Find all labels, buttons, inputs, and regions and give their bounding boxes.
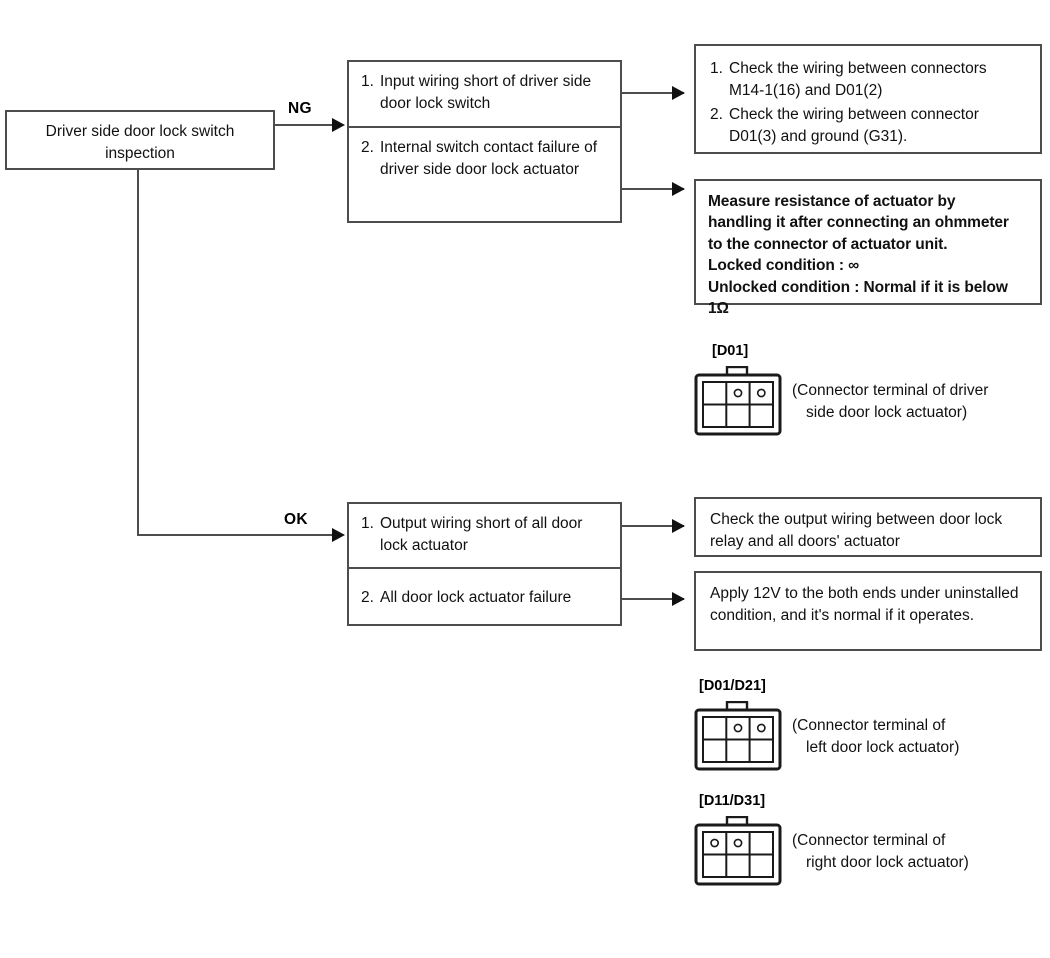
connector-d01-group: [D01] (Connector terminal of driver side…: [694, 343, 1034, 453]
check-wiring-2-text: Check the wiring between connector D01(3…: [729, 106, 979, 145]
connector-d01-d21-caption-line2: left door lock actuator): [806, 739, 960, 757]
ng-action-measure-box: Measure resistance of actuator by handli…: [694, 179, 1042, 317]
ng-cause-2-text: Internal switch contact failure of drive…: [380, 139, 598, 178]
connector-d01-d21-caption-line1: (Connector terminal of: [792, 717, 946, 734]
measure-line-5: Unlocked condition : Normal if it is bel…: [708, 278, 1008, 317]
connector-d11-d31-tag: [D11/D31]: [699, 793, 766, 809]
ng-cause-2-to-action-line: [622, 188, 684, 190]
connector-d01-caption: (Connector terminal of driver side door …: [792, 380, 988, 425]
ok-cause-1-to-action-line: [622, 525, 684, 527]
start-box: Driver side door lock switch inspection: [5, 110, 275, 170]
ok-arrowhead: [332, 528, 345, 542]
connector-d11-d31-caption: (Connector terminal of right door lock a…: [792, 830, 969, 875]
ok-branch-vertical-line: [137, 170, 139, 536]
connector-d01-d21-caption: (Connector terminal of left door lock ac…: [792, 715, 959, 760]
ok-branch-label: OK: [284, 511, 308, 528]
ok-cause-2-to-action-line: [622, 598, 684, 600]
check-wiring-1-text: Check the wiring between connectors M14-…: [729, 60, 987, 99]
ng-action-check-wiring-text: 1. Check the wiring between connectors M…: [696, 46, 1040, 160]
measure-line-4: Locked condition : ∞: [708, 257, 860, 275]
start-box-line1: Driver side door lock switch: [45, 123, 235, 140]
ng-action-check-wiring-box: 1. Check the wiring between connectors M…: [694, 44, 1042, 154]
ok-action-check-output-text: Check the output wiring between door loc…: [710, 511, 1003, 550]
ok-cause-1-number: 1.: [361, 515, 374, 532]
ng-branch-label: NG: [288, 100, 312, 117]
ng-cause-1-to-action-line: [622, 92, 684, 94]
connector-d01-d21-group: [D01/D21] (Connector terminal of left do…: [694, 678, 1034, 788]
ng-action-measure-text: Measure resistance of actuator by handli…: [696, 181, 1040, 329]
connector-d11-d31-caption-line2: right door lock actuator): [806, 854, 969, 872]
ng-connector-line: [275, 124, 337, 126]
check-wiring-2-number: 2.: [710, 106, 723, 123]
ng-cause-1-arrowhead: [672, 86, 685, 100]
ng-cause-2-arrowhead: [672, 182, 685, 196]
start-box-text: Driver side door lock switch inspection: [7, 112, 273, 174]
start-box-line2: inspection: [105, 145, 175, 162]
ok-cause-1-arrowhead: [672, 519, 685, 533]
ok-branch-horizontal-line: [137, 534, 337, 536]
ok-cause-1: 1. Output wiring short of all door lock …: [349, 504, 620, 567]
ng-cause-1-text: Input wiring short of driver side door l…: [380, 73, 592, 112]
connector-d01-caption-line1: (Connector terminal of driver: [792, 382, 989, 399]
measure-line-2: handling it after connecting an ohmmeter: [708, 214, 1009, 232]
ng-cause-1: 1. Input wiring short of driver side doo…: [349, 62, 620, 126]
connector-d11-d31-group: [D11/D31] (Connector terminal of right d…: [694, 793, 1034, 903]
ng-causes-box: 1. Input wiring short of driver side doo…: [347, 60, 622, 223]
connector-d01-d21-tag: [D01/D21]: [699, 678, 766, 694]
ok-cause-2-text: All door lock actuator failure: [380, 589, 572, 606]
connector-d11-d31-caption-line1: (Connector terminal of: [792, 832, 946, 849]
ng-arrowhead: [332, 118, 345, 132]
ok-cause-2-number: 2.: [361, 589, 374, 606]
check-wiring-1-number: 1.: [710, 60, 723, 77]
connector-d11-d31-icon: [694, 816, 782, 886]
ok-causes-box: 1. Output wiring short of all door lock …: [347, 502, 622, 626]
ok-cause-1-text: Output wiring short of all door lock act…: [380, 515, 583, 554]
ok-action-apply-12v-text: Apply 12V to the both ends under uninsta…: [710, 585, 1019, 624]
ng-cause-2: 2. Internal switch contact failure of dr…: [349, 126, 620, 221]
measure-line-3: to the connector of actuator unit.: [708, 235, 948, 253]
connector-d01-caption-line2: side door lock actuator): [806, 404, 968, 422]
ok-cause-2: 2. All door lock actuator failure: [349, 567, 620, 624]
measure-line-1: Measure resistance of actuator by: [708, 193, 956, 210]
ok-action-apply-12v-box: Apply 12V to the both ends under uninsta…: [694, 571, 1042, 651]
ng-cause-2-number: 2.: [361, 139, 374, 156]
connector-d01-icon: [694, 366, 782, 436]
connector-d01-tag: [D01]: [712, 343, 749, 359]
ok-action-check-output-box: Check the output wiring between door loc…: [694, 497, 1042, 557]
ng-cause-1-number: 1.: [361, 73, 374, 90]
connector-d01-d21-icon: [694, 701, 782, 771]
ok-cause-2-arrowhead: [672, 592, 685, 606]
